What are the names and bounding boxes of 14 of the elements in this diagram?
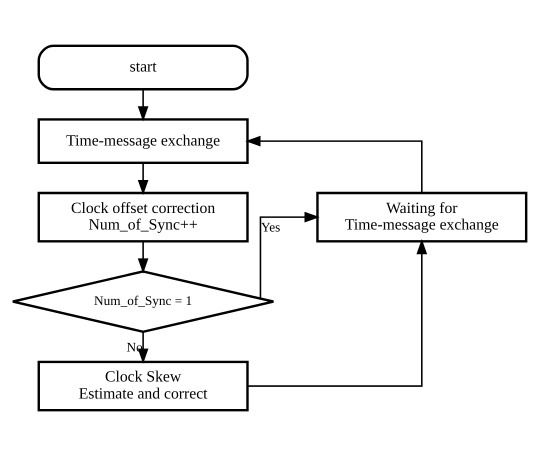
arrow <box>138 162 148 195</box>
arrow <box>245 135 423 192</box>
arrow <box>138 332 148 364</box>
node-diamond: Num_of_Sync = 1 <box>12 270 275 332</box>
edge-label: Yes <box>261 218 280 234</box>
arrow <box>138 89 148 121</box>
node-box: Waiting for Time-message exchange <box>316 191 528 242</box>
node-box: start <box>38 44 249 90</box>
node-box: Clock offset correction Num_of_Sync++ <box>38 191 249 242</box>
arrow <box>248 238 428 386</box>
node-box: Clock Skew Estimate and correct <box>38 360 249 411</box>
node-box: Time-message exchange <box>38 118 249 164</box>
arrow <box>138 241 148 274</box>
arrow <box>260 211 320 298</box>
